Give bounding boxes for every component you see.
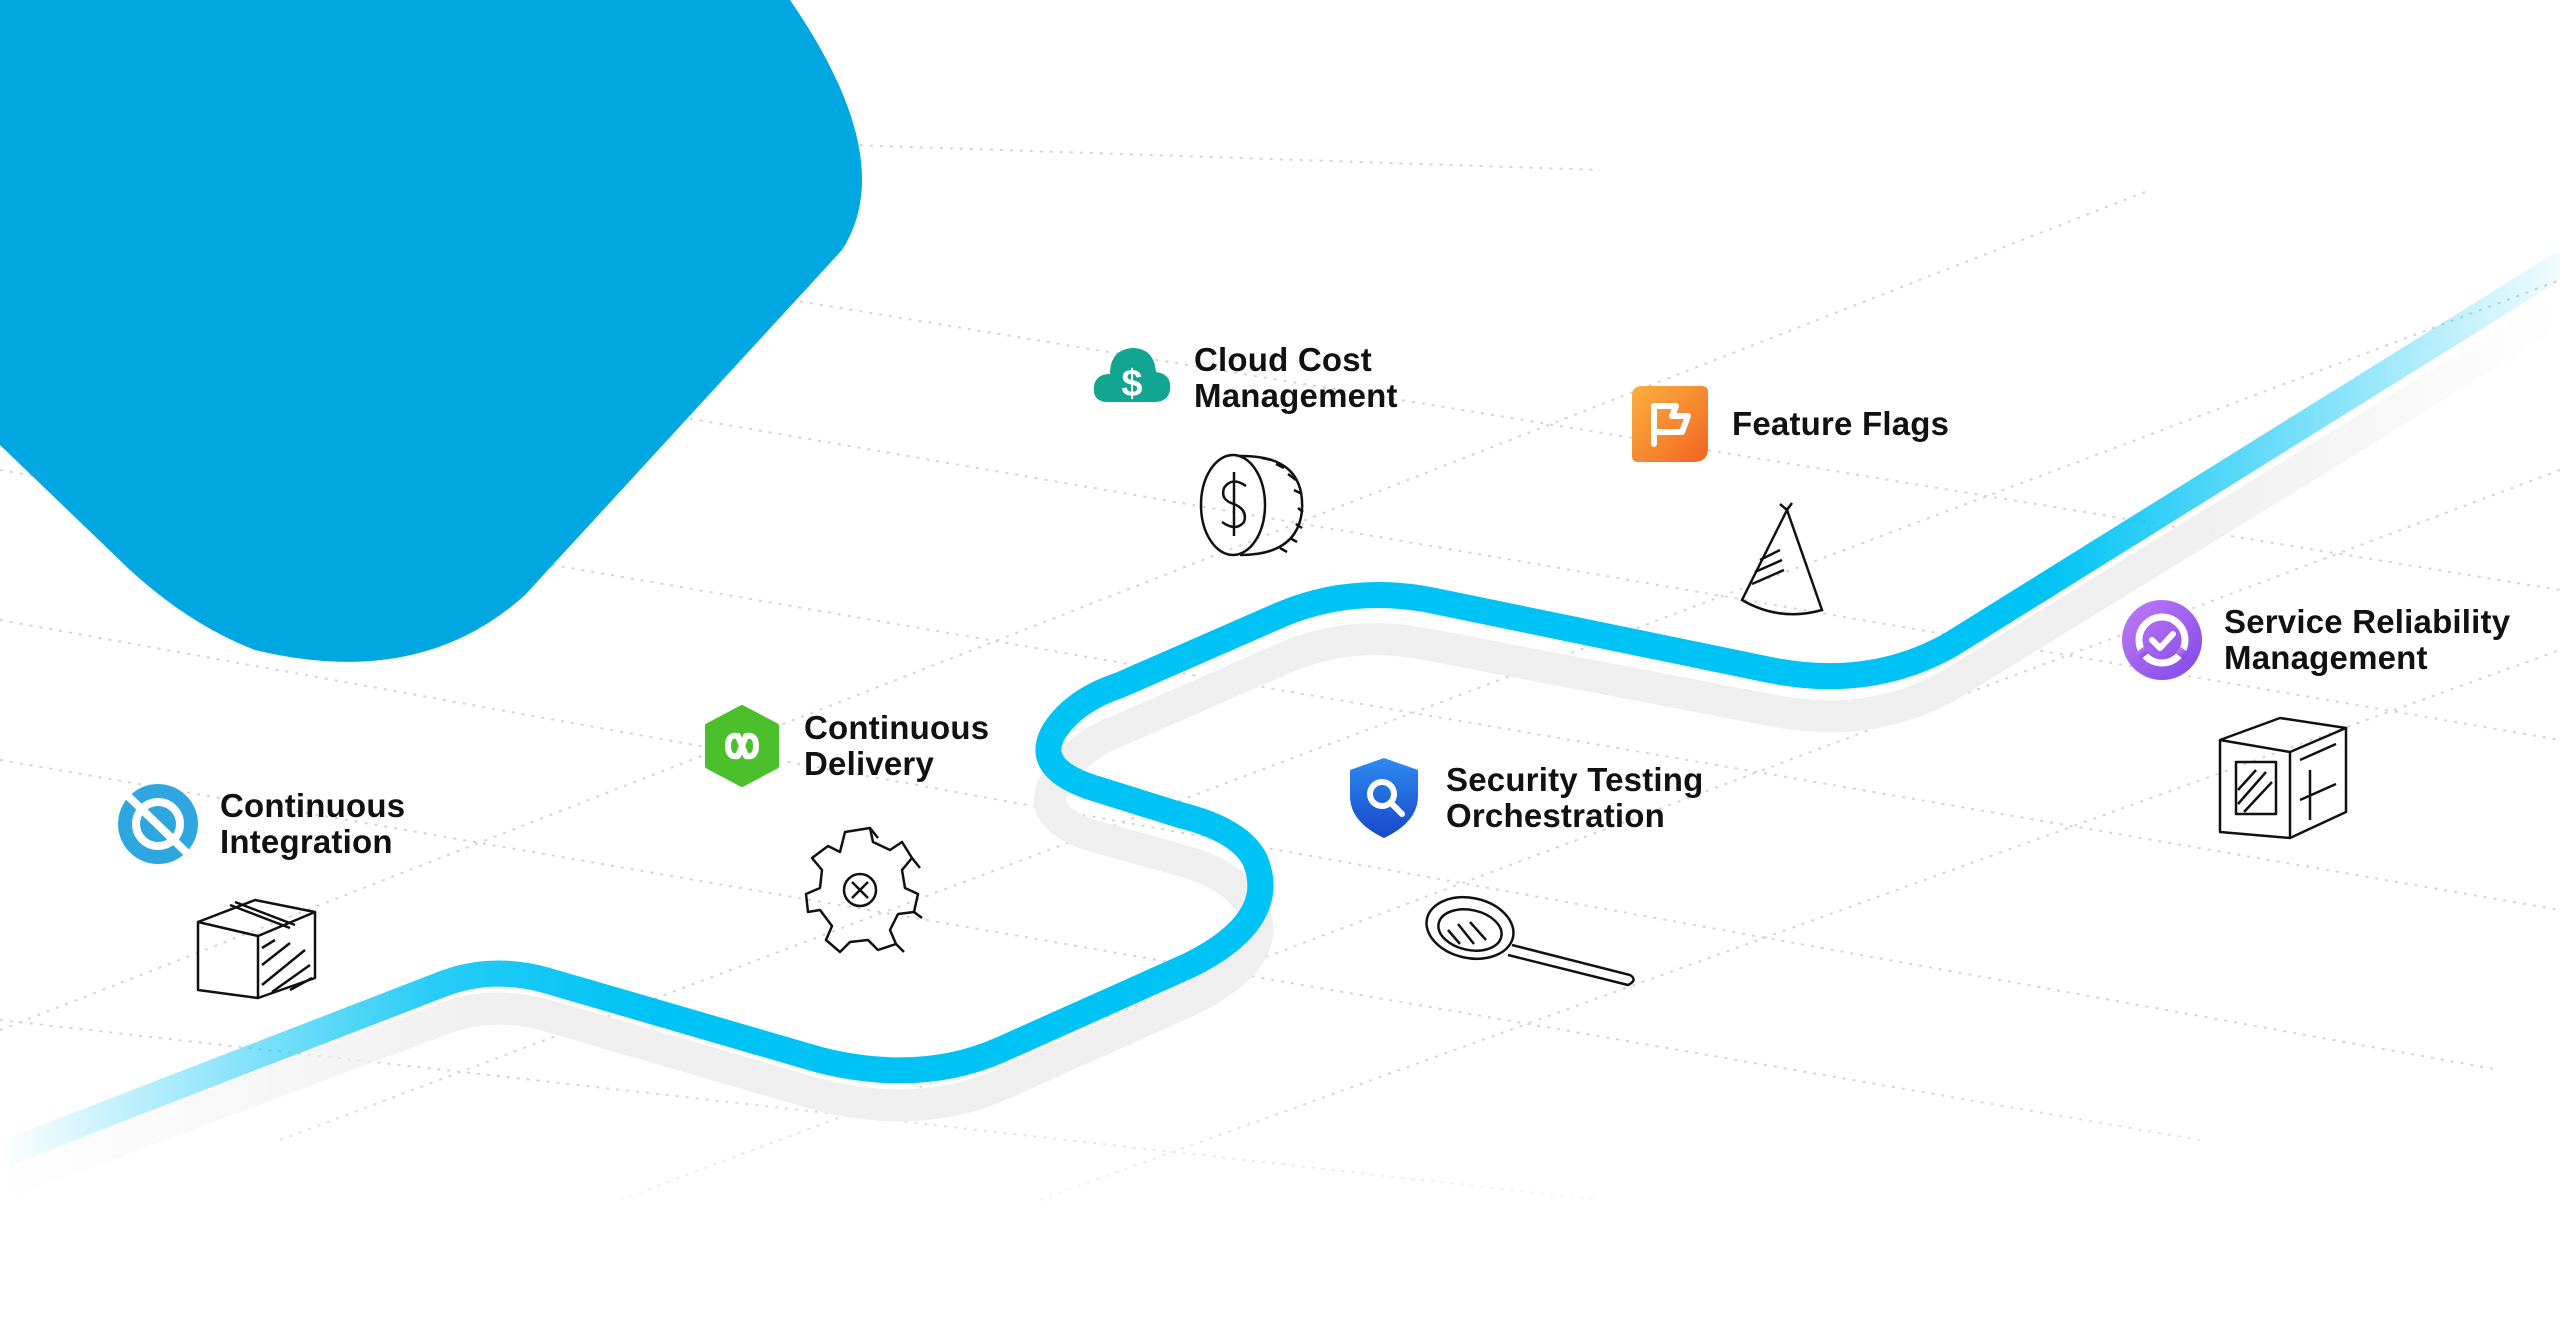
ci-icon — [116, 782, 200, 866]
ci-label-line2: Integration — [220, 823, 393, 860]
brand-blob-shape — [0, 0, 863, 662]
srm-icon — [2120, 598, 2204, 682]
cd-icon — [700, 704, 784, 788]
cd-label-line1: Continuous — [804, 709, 990, 746]
module-continuous-delivery[interactable]: Continuous Delivery — [700, 704, 989, 788]
svg-text:$: $ — [1121, 363, 1142, 405]
pipeline-path — [0, 252, 2560, 1168]
gear-sketch-icon — [804, 826, 923, 954]
module-security-testing-orchestration[interactable]: Security Testing Orchestration — [1342, 756, 1703, 840]
coin-sketch-icon — [1199, 453, 1304, 557]
sto-label-line1: Security Testing — [1446, 761, 1704, 798]
cd-label-line2: Delivery — [804, 745, 935, 782]
box-sketch-icon — [196, 898, 317, 1000]
ci-label-line1: Continuous — [220, 787, 406, 824]
magnifier-sketch-icon — [1425, 896, 1635, 987]
ff-label-line1: Feature Flags — [1732, 405, 1950, 442]
ccm-label-line2: Management — [1194, 377, 1398, 414]
party-hat-sketch-icon — [1740, 502, 1824, 616]
module-feature-flags[interactable]: Feature Flags — [1628, 382, 1949, 466]
ccm-label-line1: Cloud Cost — [1194, 341, 1372, 378]
ccm-icon: $ — [1090, 336, 1174, 420]
sto-label-line2: Orchestration — [1446, 797, 1665, 834]
srm-label-line2: Management — [2224, 639, 2428, 676]
sto-icon — [1342, 756, 1426, 840]
pipeline-shadow — [0, 294, 2560, 1201]
module-service-reliability-management[interactable]: Service Reliability Management — [2120, 598, 2510, 682]
ff-icon — [1628, 382, 1712, 466]
srm-label-line1: Service Reliability — [2224, 603, 2511, 640]
crate-sketch-icon — [2218, 716, 2348, 840]
module-continuous-integration[interactable]: Continuous Integration — [116, 782, 405, 866]
module-cloud-cost-management[interactable]: $ Cloud Cost Management — [1090, 336, 1398, 420]
